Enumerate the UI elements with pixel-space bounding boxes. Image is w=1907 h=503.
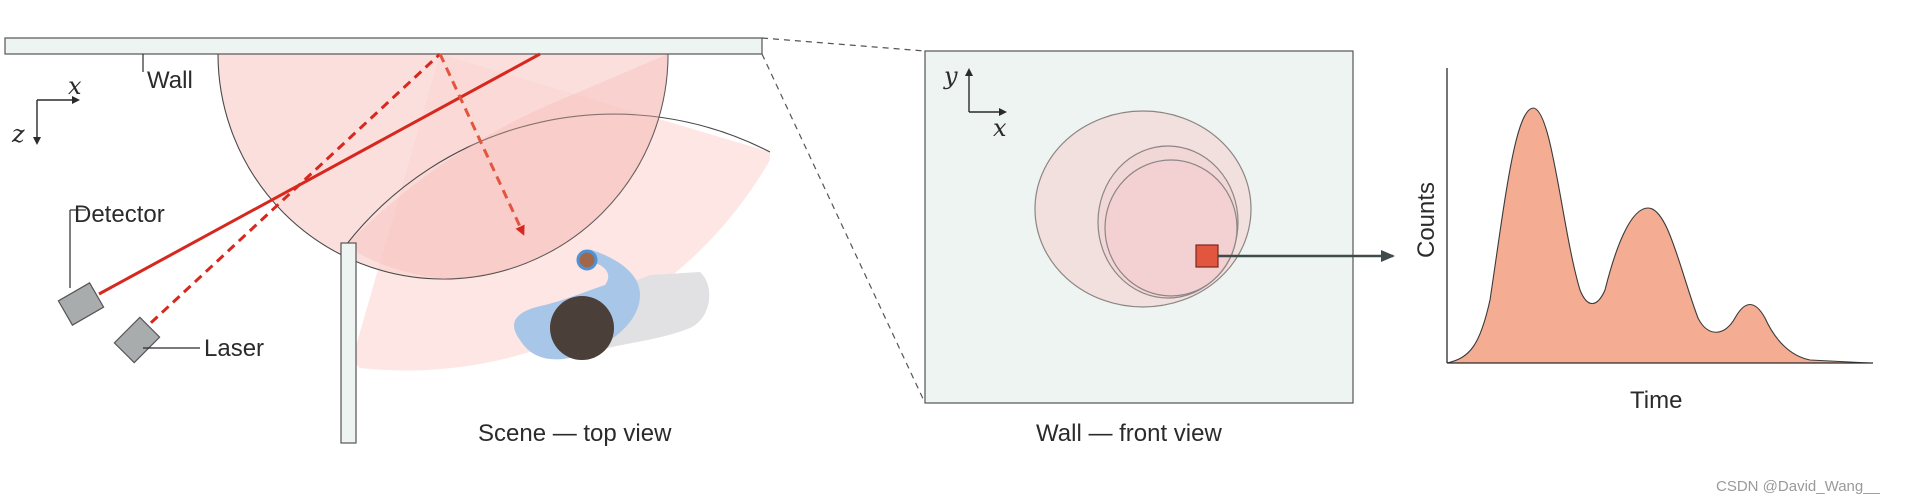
plot-ylabel: Counts bbox=[1413, 182, 1440, 258]
zoom-line-top bbox=[761, 37, 926, 52]
laser-device bbox=[113, 316, 200, 364]
transient-histogram: Counts Time bbox=[1413, 68, 1873, 414]
front-ring-inner bbox=[1104, 159, 1238, 297]
scene-axis-x-label: x bbox=[68, 72, 82, 100]
wall-front-caption: Wall — front view bbox=[1036, 420, 1222, 447]
plot-xlabel: Time bbox=[1630, 387, 1682, 414]
detector-label: Detector bbox=[74, 201, 165, 228]
watermark: CSDN @David_Wang__ bbox=[1716, 478, 1881, 495]
front-axes: y x bbox=[943, 62, 1007, 142]
person-head bbox=[550, 296, 614, 360]
laser-beam bbox=[138, 52, 442, 335]
hidden-person bbox=[514, 249, 710, 360]
zoom-line-bottom bbox=[761, 53, 926, 404]
wavefront-arc-right bbox=[345, 113, 771, 246]
scene-top-view: Wall x z Detector Laser bbox=[4, 37, 771, 447]
sampled-pixel bbox=[1195, 244, 1219, 268]
wavefront-circle-left bbox=[217, 54, 669, 280]
scene-caption: Scene — top view bbox=[478, 420, 672, 447]
laser-label: Laser bbox=[204, 335, 264, 362]
occluder-wall bbox=[340, 242, 357, 444]
wavefront-overlap bbox=[346, 54, 668, 279]
person-hand bbox=[576, 249, 598, 271]
detector-device bbox=[57, 209, 105, 326]
histogram-area bbox=[1446, 107, 1871, 364]
scene-axes: x z bbox=[11, 72, 82, 148]
scene-axis-z-label: z bbox=[11, 120, 25, 148]
front-axis-y-label: y bbox=[943, 62, 958, 90]
detector-beam bbox=[98, 52, 541, 296]
reflected-beam-arrow bbox=[438, 53, 525, 236]
relay-wall bbox=[4, 37, 763, 55]
front-axis-x-label: x bbox=[993, 114, 1007, 142]
wall-label: Wall bbox=[147, 67, 193, 94]
wall-front-view: y x Wall — front view bbox=[924, 50, 1395, 447]
